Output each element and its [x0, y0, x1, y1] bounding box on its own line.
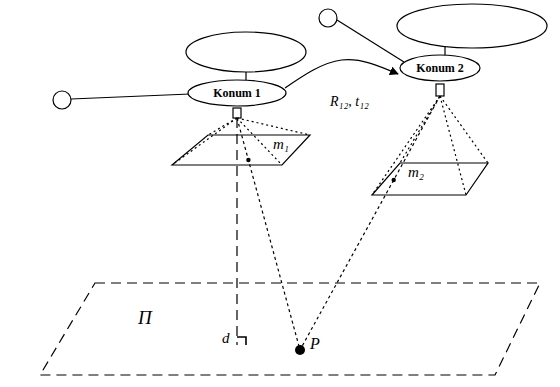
rotor-mast	[245, 72, 246, 80]
symbol-label: Π	[138, 308, 152, 327]
image-point	[246, 158, 250, 162]
position-label: Konum 2	[416, 61, 464, 76]
body-ellipse	[188, 80, 286, 106]
tail-rotor	[53, 91, 71, 109]
helicopter-body: Konum 1	[187, 79, 287, 107]
image-point	[392, 178, 396, 182]
symbol-label: d	[222, 331, 230, 346]
camera	[233, 108, 241, 118]
projection-ray	[237, 118, 300, 350]
view-frustum	[172, 118, 310, 165]
tail-boom	[337, 20, 404, 62]
distance-line	[236, 118, 237, 345]
symbol-label: m₁	[273, 137, 289, 152]
image-plane	[172, 135, 310, 165]
projection-ray	[300, 96, 440, 350]
rotor	[186, 32, 306, 72]
transform-label: R₁₂, t₁₂	[328, 94, 371, 110]
position-label: Konum 1	[213, 86, 261, 101]
tail-boom	[71, 94, 190, 99]
symbol-label: P	[310, 336, 320, 352]
image-plane	[372, 163, 488, 195]
motion-arrow	[285, 60, 398, 88]
helicopter-body: Konum 2	[399, 54, 481, 82]
view-frustum	[372, 96, 488, 195]
symbol-label: m₂	[408, 165, 424, 180]
ground-plane	[40, 283, 540, 375]
world-point	[295, 345, 305, 355]
rotor	[397, 4, 547, 48]
body-ellipse	[400, 55, 480, 81]
right-angle-mark	[237, 337, 246, 345]
camera	[436, 84, 444, 96]
tail-rotor	[319, 9, 337, 27]
